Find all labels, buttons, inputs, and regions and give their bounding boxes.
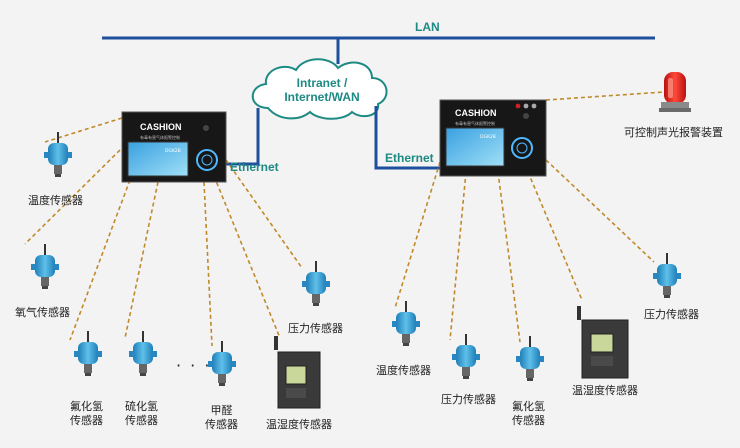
- label-pressure-left: 压力传感器: [288, 322, 343, 335]
- label-hf-line1: 氟化氢: [70, 400, 103, 413]
- label-hcho: 甲醛 传感器: [205, 404, 238, 432]
- sensor-hf-right-icon: [516, 336, 544, 381]
- sensor-h2s-icon: [129, 331, 157, 376]
- humidity-sensor-right-icon: [577, 306, 629, 379]
- cloud-label-line1: Intranet /: [296, 76, 348, 90]
- label-hf: 氟化氢 传感器: [70, 400, 103, 428]
- label-humidity-right: 温湿度传感器: [572, 384, 638, 397]
- label-pressure-right: 压力传感器: [441, 393, 496, 406]
- controller-left: CASHION 有毒有害气体报警控制 DGK2B: [121, 111, 227, 183]
- controller-right-brand: CASHION: [455, 108, 497, 118]
- sensor-links: [24, 91, 665, 347]
- sensor-pressure-far-icon: [653, 253, 681, 298]
- humidity-sensor-left-icon: [274, 336, 321, 409]
- label-temperature-right: 温度传感器: [376, 364, 431, 377]
- label-hf-line2: 传感器: [70, 414, 103, 427]
- lan-bus: [102, 36, 655, 64]
- alarm-icon: [659, 72, 691, 112]
- cloud-label: Intranet / Internet/WAN: [272, 76, 372, 104]
- controller-right-subtitle: 有毒有害气体报警控制: [455, 120, 495, 126]
- ethernet-left-label: Ethernet: [230, 160, 279, 174]
- label-h2s-line2: 传感器: [125, 414, 158, 427]
- controller-right: CASHION 有毒有害气体报警控制 DGK2B: [439, 99, 547, 177]
- label-temperature: 温度传感器: [28, 194, 83, 207]
- label-humidity-left: 温湿度传感器: [266, 418, 332, 431]
- ethernet-links: [226, 106, 440, 170]
- cloud-icon: [251, 58, 388, 120]
- cloud-label-line2: Internet/WAN: [284, 90, 360, 104]
- sensor-oxygen-icon: [31, 244, 59, 289]
- label-h2s: 硫化氢 传感器: [125, 400, 158, 428]
- sensor-pressure-right-icon: [452, 334, 480, 379]
- controller-left-model: DGK2B: [165, 148, 181, 154]
- label-alarm: 可控制声光报警装置: [624, 126, 723, 139]
- sensor-temperature-right-icon: [392, 301, 420, 346]
- ellipsis-more-sensors: · · ·: [176, 356, 212, 375]
- sensor-temperature-icon: [44, 132, 72, 177]
- label-pressure-far: 压力传感器: [644, 308, 699, 321]
- ethernet-right-label: Ethernet: [385, 151, 434, 165]
- lan-label: LAN: [415, 20, 440, 34]
- sensor-hf-icon: [74, 331, 102, 376]
- label-oxygen: 氧气传感器: [15, 306, 70, 319]
- controller-left-subtitle: 有毒有害气体报警控制: [140, 134, 180, 140]
- label-hf-right-line2: 传感器: [512, 414, 545, 427]
- label-h2s-line1: 硫化氢: [125, 400, 158, 413]
- sensor-pressure-icon: [302, 261, 330, 306]
- label-hcho-line1: 甲醛: [210, 404, 233, 417]
- label-hf-right: 氟化氢 传感器: [512, 400, 545, 428]
- label-hcho-line2: 传感器: [205, 418, 238, 431]
- label-hf-right-line1: 氟化氢: [512, 400, 545, 413]
- sensor-hcho-icon: [208, 341, 236, 386]
- controller-right-model: DGK2B: [480, 134, 496, 140]
- controller-left-brand: CASHION: [140, 122, 182, 132]
